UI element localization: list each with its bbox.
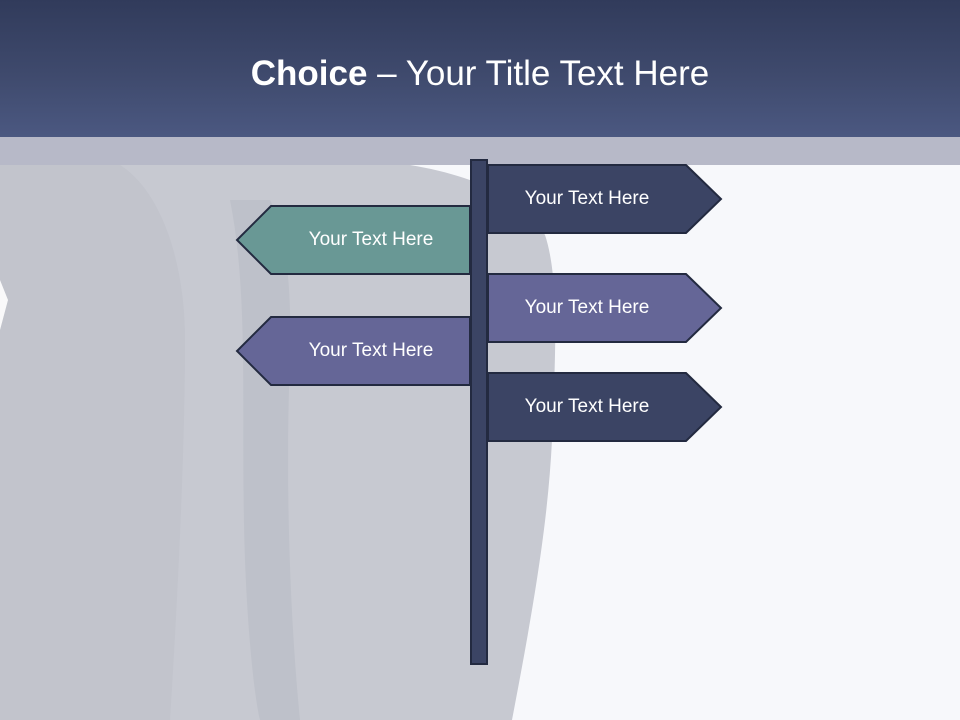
sign-arrow-5: [487, 372, 723, 442]
slide-title: Choice – Your Title Text Here: [0, 50, 960, 98]
signpost-pole: [470, 159, 488, 665]
sign-label-3: Your Text Here: [524, 297, 650, 318]
sign-label-4: Your Text Here: [308, 340, 434, 361]
sign-label-5: Your Text Here: [524, 396, 650, 417]
title-bold-word: Choice: [250, 54, 368, 93]
sign-arrow-3: [487, 273, 723, 343]
sign-label-2: Your Text Here: [308, 229, 434, 250]
title-text: – Your Title Text Here: [367, 54, 710, 93]
title-bar: Choice – Your Title Text Here: [0, 0, 960, 137]
sign-label-1: Your Text Here: [524, 188, 650, 209]
sign-arrow-1: [487, 164, 723, 234]
